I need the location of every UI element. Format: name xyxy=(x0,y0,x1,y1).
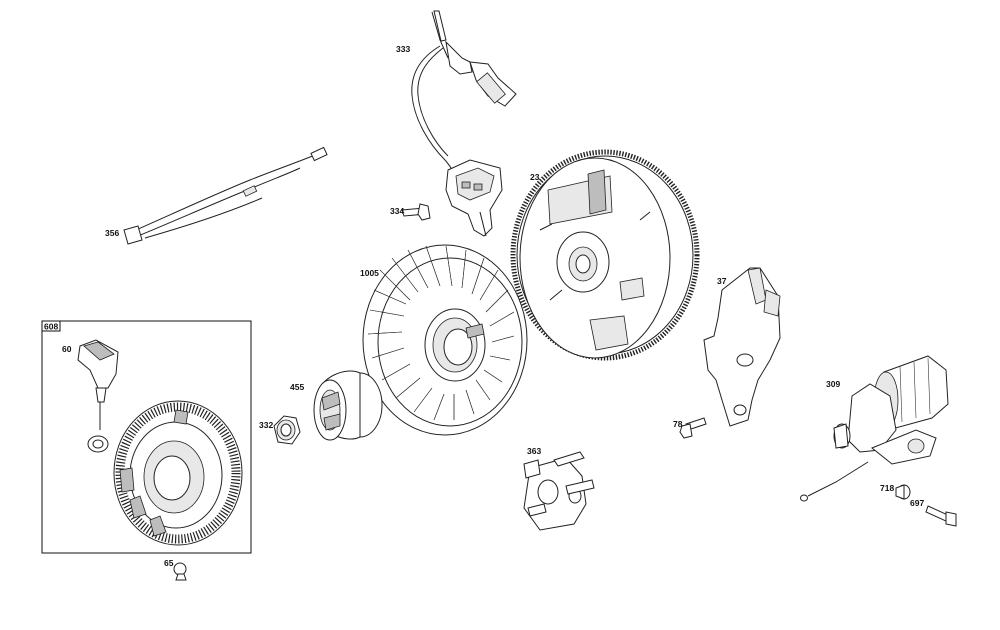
part-356-wire-harness[interactable] xyxy=(123,146,328,245)
part-332-flywheel-nut[interactable] xyxy=(273,415,301,445)
label-333: 333 xyxy=(396,44,410,54)
part-65-screw[interactable] xyxy=(173,562,187,581)
part-363-stud-plate[interactable] xyxy=(523,451,595,531)
label-37: 37 xyxy=(717,276,727,286)
label-697: 697 xyxy=(910,498,924,508)
part-1005-fan[interactable] xyxy=(362,244,528,436)
part-608-recoil-starter-box[interactable] xyxy=(41,320,252,554)
part-37-bracket[interactable] xyxy=(703,267,781,427)
part-334-ignition-coil[interactable] xyxy=(401,159,503,237)
part-60-starter-handle[interactable] xyxy=(77,339,119,453)
label-608: 608 xyxy=(44,322,58,332)
part-455-starter-cup[interactable] xyxy=(313,370,383,441)
part-718-spacer[interactable] xyxy=(895,484,911,500)
label-78: 78 xyxy=(673,419,683,429)
label-1005: 1005 xyxy=(360,268,379,278)
label-334: 334 xyxy=(390,206,404,216)
label-65: 65 xyxy=(164,558,174,568)
label-455: 455 xyxy=(290,382,304,392)
label-363: 363 xyxy=(527,446,541,456)
label-309: 309 xyxy=(826,379,840,389)
part-333-spark-plug-wire[interactable] xyxy=(411,10,517,181)
part-78-bolt[interactable] xyxy=(679,417,707,439)
label-332: 332 xyxy=(259,420,273,430)
part-23-flywheel[interactable] xyxy=(510,149,700,361)
part-309-starter-motor[interactable] xyxy=(800,355,949,502)
label-23: 23 xyxy=(530,172,540,182)
label-60: 60 xyxy=(62,344,72,354)
label-356: 356 xyxy=(105,228,119,238)
part-697-bolt[interactable] xyxy=(925,505,957,527)
part-recoil-housing[interactable] xyxy=(113,400,243,546)
label-718: 718 xyxy=(880,483,894,493)
